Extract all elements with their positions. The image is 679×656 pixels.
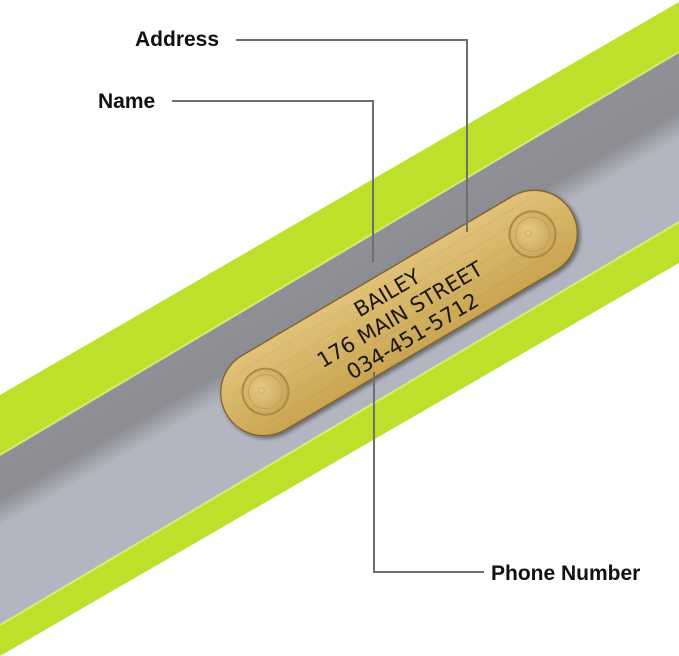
name-label: Name — [98, 90, 156, 113]
rivet-left-icon — [241, 367, 290, 416]
rivet-right-icon — [508, 210, 557, 259]
address-label: Address — [135, 28, 220, 51]
phone-number-label: Phone Number — [491, 562, 641, 585]
address-leader-line — [236, 39, 468, 232]
phone-leader-line — [373, 372, 484, 573]
name-leader-line — [172, 100, 374, 262]
